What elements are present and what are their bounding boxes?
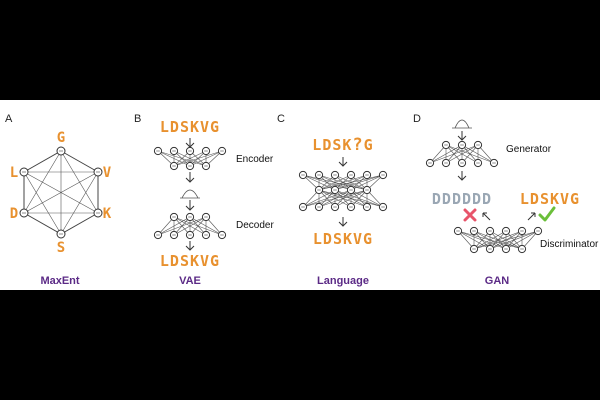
decoder-edge	[157, 216, 191, 236]
panel-c-letter: C	[277, 113, 285, 125]
residue-s: S	[57, 240, 65, 256]
lm-edge	[318, 174, 368, 191]
lm-edge	[318, 189, 368, 208]
encoder-label: Encoder	[236, 154, 274, 165]
maxent-edge	[23, 171, 99, 214]
residue-d: D	[10, 206, 18, 222]
discriminator-edge	[473, 230, 539, 250]
latent-gaussian-icon	[181, 189, 199, 199]
lm-edge	[318, 174, 352, 191]
discriminator-edge	[473, 230, 507, 250]
panel-b-title: VAE	[179, 275, 201, 287]
gan-arrow-2	[457, 171, 467, 181]
generator-edge	[429, 144, 479, 164]
generator-edge	[429, 144, 463, 164]
diagram-svg: A G V K S D L MaxEnt B LDSKVG Encoder De…	[5, 113, 599, 287]
decoder-edge	[157, 216, 207, 236]
discriminator-network	[453, 226, 543, 254]
noise-gaussian-icon	[454, 119, 470, 129]
panel-b-letter: B	[134, 113, 141, 125]
panel-c: C LDSK?G LDSKVG Language	[277, 113, 388, 287]
discriminator-edge	[473, 230, 523, 250]
real-sequence: LDSKVG	[520, 190, 580, 208]
panel-d-title: GAN	[485, 275, 510, 287]
panel-d: D Generator DDDDDD LDSKVG Discriminator …	[413, 113, 599, 287]
generator-edge	[445, 144, 479, 164]
encoder-network	[153, 146, 227, 171]
gan-arrow-reject	[482, 212, 491, 221]
maxent-edges	[23, 150, 99, 235]
masked-suffix: G	[364, 136, 374, 154]
masked-token: ?	[352, 135, 363, 155]
panel-c-title: Language	[317, 275, 369, 287]
vae-arrow-2	[185, 172, 195, 183]
panel-a: A G V K S D L MaxEnt	[5, 113, 112, 287]
generated-sequence: DDDDDD	[432, 190, 492, 208]
discriminator-edge	[489, 230, 539, 250]
lang-arrow-2	[338, 217, 348, 227]
decoder-label: Decoder	[236, 220, 274, 231]
lm-edge	[334, 189, 368, 208]
encoder-edge	[173, 150, 207, 167]
lang-arrow-1	[338, 157, 348, 167]
vae-arrow-3	[185, 200, 195, 211]
lm-edge	[334, 174, 384, 191]
lm-edge	[302, 189, 336, 208]
figure-panel: A G V K S D L MaxEnt B LDSKVG Encoder De…	[0, 100, 600, 290]
masked-sequence: LDSK?G	[312, 135, 373, 155]
residue-g: G	[57, 130, 65, 146]
generator-label: Generator	[506, 144, 552, 155]
x-icon	[463, 208, 477, 222]
decoder-network	[153, 212, 227, 240]
lm-edge	[302, 189, 368, 208]
residue-k: K	[103, 206, 112, 222]
panel-b: B LDSKVG Encoder Decoder LDSKVG VAE	[134, 113, 274, 287]
discriminator-label: Discriminator	[540, 239, 599, 250]
masked-prefix: LDSK	[312, 136, 352, 154]
maxent-nodes	[19, 146, 103, 239]
check-icon	[538, 206, 556, 222]
vae-input-sequence: LDSKVG	[160, 118, 220, 136]
panel-d-letter: D	[413, 113, 421, 125]
lm-edge	[350, 174, 384, 191]
gan-arrow-1	[457, 131, 467, 141]
vae-output-sequence: LDSKVG	[160, 252, 220, 270]
maxent-edge	[23, 171, 62, 235]
vae-arrow-4	[185, 241, 195, 251]
residue-l: L	[10, 165, 18, 181]
panel-a-title: MaxEnt	[40, 275, 79, 287]
vae-arrow-1	[185, 138, 195, 148]
decoder-edge	[173, 216, 207, 236]
lm-edge	[302, 189, 352, 208]
discriminator-edge	[505, 230, 539, 250]
lang-output-sequence: LDSKVG	[313, 230, 373, 248]
encoder-edge	[189, 150, 223, 167]
encoder-edge	[173, 150, 223, 167]
lm-edge	[318, 174, 384, 191]
gan-arrow-accept	[527, 212, 536, 221]
generator-network	[425, 140, 499, 168]
language-model-network	[298, 170, 388, 212]
panel-a-letter: A	[5, 113, 13, 125]
residue-v: V	[103, 165, 112, 181]
